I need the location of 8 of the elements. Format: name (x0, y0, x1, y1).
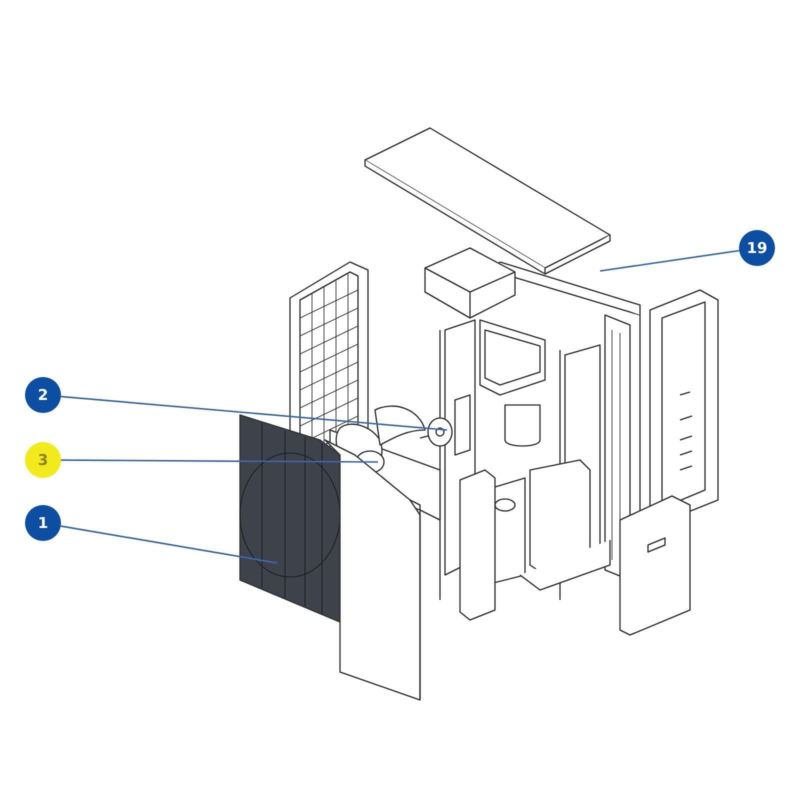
callout-number: 1 (25, 505, 61, 541)
leader-line (600, 250, 740, 272)
callout-number: 2 (25, 377, 61, 413)
callout-number: 3 (25, 442, 61, 478)
leader-line (60, 525, 278, 564)
leader-line (61, 459, 378, 463)
callout-number: 19 (739, 230, 775, 266)
leader-line (60, 396, 448, 431)
